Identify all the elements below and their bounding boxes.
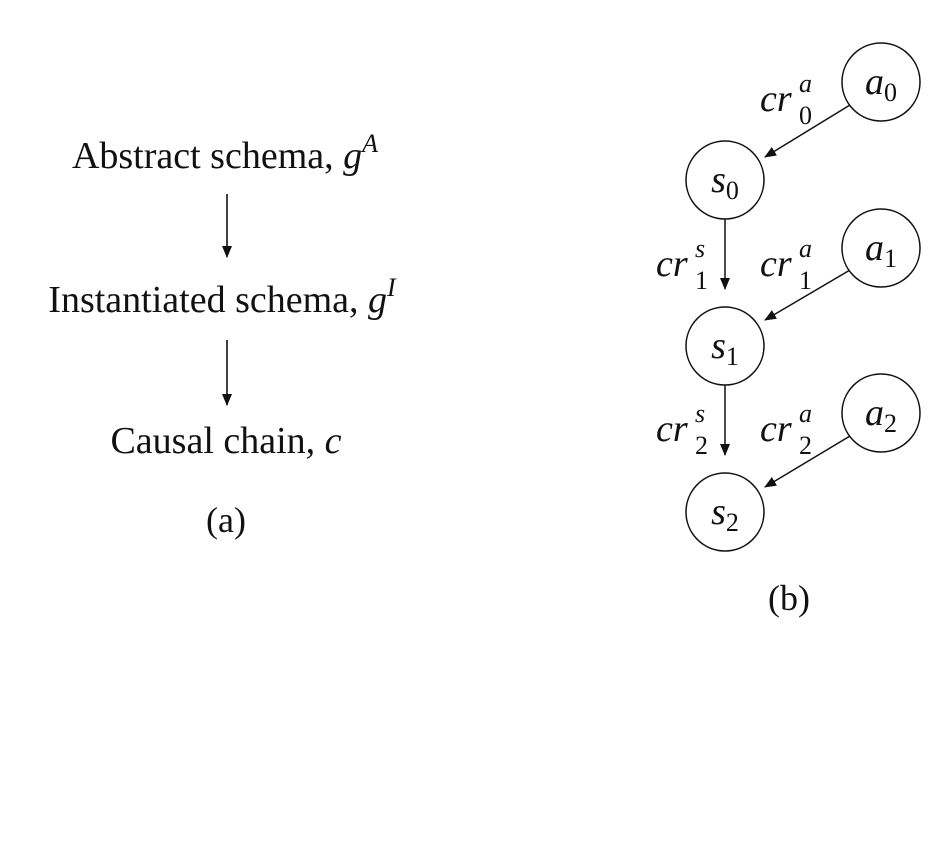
edge-label-cr2a: cr a 2 xyxy=(760,399,812,460)
node-s1: s1 xyxy=(685,306,765,386)
svg-text:s: s xyxy=(695,234,705,263)
instantiated-schema-label: Instantiated schema, gI xyxy=(48,273,397,321)
svg-text:s1: s1 xyxy=(711,325,739,371)
svg-text:cr: cr xyxy=(656,408,688,450)
svg-text:a: a xyxy=(799,399,812,428)
node-s0: s0 xyxy=(685,140,765,220)
edge-label-cr1s: cr s 1 xyxy=(656,234,708,295)
edge-label-cr1a: cr a 1 xyxy=(760,234,812,295)
svg-text:cr: cr xyxy=(760,243,792,285)
caption-a: (a) xyxy=(206,500,246,540)
node-a2: a2 xyxy=(841,373,921,453)
causal-chain-label: Causal chain, c xyxy=(110,420,341,462)
edge-a2-s2 xyxy=(764,435,851,488)
svg-text:a: a xyxy=(799,234,812,263)
svg-text:cr: cr xyxy=(760,408,792,450)
svg-text:2: 2 xyxy=(799,431,812,460)
svg-text:s: s xyxy=(695,399,705,428)
edge-label-cr0a: cr a 0 xyxy=(760,69,812,130)
panel-b: a0 s0 a1 s1 a2 s2 cr a 0 cr s xyxy=(656,42,921,618)
svg-text:cr: cr xyxy=(656,243,688,285)
svg-text:a1: a1 xyxy=(865,227,897,273)
abstract-schema-label: Abstract schema, gA xyxy=(72,129,378,177)
svg-text:2: 2 xyxy=(695,431,708,460)
edge-label-cr2s: cr s 2 xyxy=(656,399,708,460)
svg-text:a0: a0 xyxy=(865,61,897,107)
edge-a0-s0 xyxy=(764,104,851,158)
svg-text:a: a xyxy=(799,69,812,98)
panel-a: Abstract schema, gA Instantiated schema,… xyxy=(48,129,397,540)
svg-text:s0: s0 xyxy=(711,159,739,205)
edge-a1-s1 xyxy=(764,269,851,321)
svg-text:1: 1 xyxy=(695,266,708,295)
node-a1: a1 xyxy=(841,208,921,288)
svg-text:1: 1 xyxy=(799,266,812,295)
node-s2: s2 xyxy=(685,472,765,552)
svg-text:a2: a2 xyxy=(865,392,897,438)
svg-text:cr: cr xyxy=(760,78,792,120)
node-a0: a0 xyxy=(841,42,921,122)
svg-text:s2: s2 xyxy=(711,491,739,537)
svg-text:0: 0 xyxy=(799,101,812,130)
caption-b: (b) xyxy=(768,578,810,618)
